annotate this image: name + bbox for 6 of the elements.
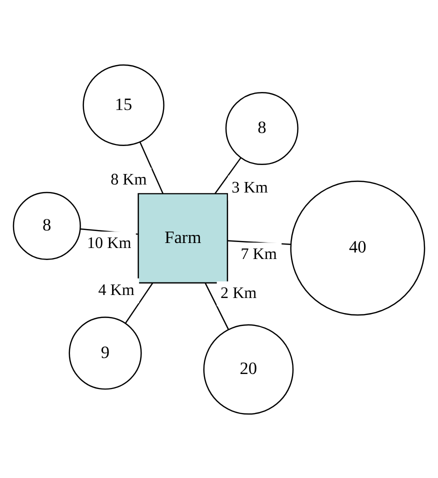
- edge-label: 2 Km: [220, 284, 257, 302]
- edge-label: 4 Km: [98, 281, 134, 298]
- edge-label: 10 Km: [86, 234, 132, 252]
- edge-label: 8 Km: [110, 170, 147, 188]
- edge-label: 3 Km: [232, 178, 268, 196]
- edge-label: 7 Km: [240, 246, 277, 263]
